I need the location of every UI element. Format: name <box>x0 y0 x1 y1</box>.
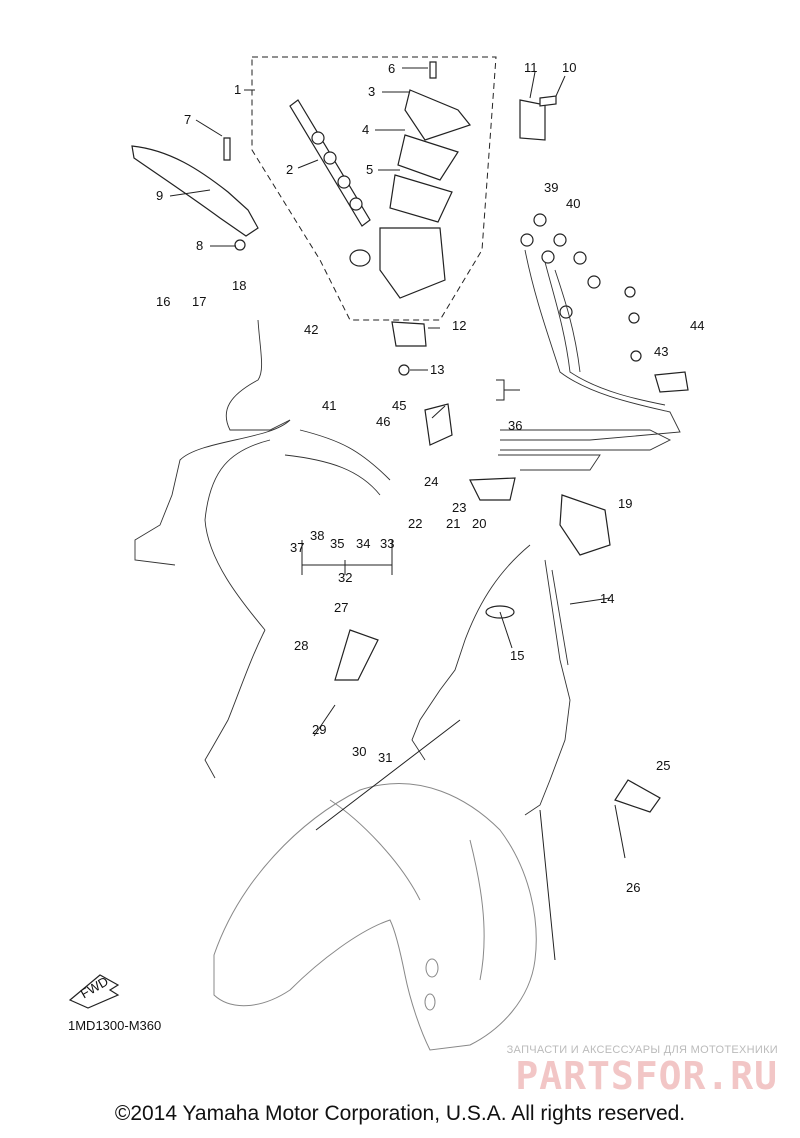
callout-15: 15 <box>510 648 524 663</box>
callout-11: 11 <box>524 60 538 75</box>
callout-32: 32 <box>338 570 352 585</box>
callout-33: 33 <box>380 536 394 551</box>
callout-17: 17 <box>192 294 206 309</box>
callout-45: 45 <box>392 398 406 413</box>
brackets <box>334 371 689 813</box>
watermark: ЗАПЧАСТИ И АКСЕССУАРЫ ДЛЯ МОТОТЕХНИКИ PA… <box>507 1044 778 1096</box>
leader-lines <box>169 67 626 961</box>
callout-13: 13 <box>430 362 444 377</box>
union-bolt-cluster <box>520 213 642 362</box>
callout-9: 9 <box>156 188 163 203</box>
callout-42: 42 <box>304 322 318 337</box>
callout-7: 7 <box>184 112 191 127</box>
callout-39: 39 <box>544 180 558 195</box>
handlebar-clamp <box>519 95 557 141</box>
watermark-logo: PARTSFOR.RU <box>515 1054 778 1098</box>
callout-22: 22 <box>408 516 422 531</box>
callout-26: 26 <box>626 880 640 895</box>
brake-lever <box>131 137 259 251</box>
callout-30: 30 <box>352 744 366 759</box>
callout-3: 3 <box>368 84 375 99</box>
callout-43: 43 <box>654 344 668 359</box>
callout-16: 16 <box>156 294 170 309</box>
callout-37: 37 <box>290 540 304 555</box>
callout-12: 12 <box>452 318 466 333</box>
brake-pipes <box>498 249 681 471</box>
front-fender <box>213 783 537 1051</box>
callout-1: 1 <box>234 82 241 97</box>
fwd-arrow: FWD <box>68 974 120 1009</box>
callout-38: 38 <box>310 528 324 543</box>
callout-46: 46 <box>376 414 390 429</box>
brake-hoses-right <box>411 544 571 816</box>
callout-19: 19 <box>618 496 632 511</box>
callout-5: 5 <box>366 162 373 177</box>
callout-36: 36 <box>508 418 522 433</box>
callout-18: 18 <box>232 278 246 293</box>
callout-44: 44 <box>690 318 704 333</box>
piston-kit <box>289 99 371 227</box>
callout-29: 29 <box>312 722 326 737</box>
callout-8: 8 <box>196 238 203 253</box>
callouts: 1 2 3 4 5 6 7 8 9 10 11 12 13 14 15 16 1… <box>156 60 704 895</box>
brake-hoses-left <box>134 319 391 779</box>
diagram-code: 1MD1300-M360 <box>68 1018 162 1033</box>
callout-40: 40 <box>566 196 580 211</box>
brake-switch <box>391 321 427 376</box>
callout-21: 21 <box>446 516 460 531</box>
callout-14: 14 <box>600 591 614 606</box>
reservoir-parts <box>349 61 472 299</box>
callout-23: 23 <box>452 500 466 515</box>
master-cylinder-group-box <box>251 56 497 321</box>
watermark-tagline: ЗАПЧАСТИ И АКСЕССУАРЫ ДЛЯ МОТОТЕХНИКИ <box>506 1044 778 1056</box>
callout-25: 25 <box>656 758 670 773</box>
callout-28: 28 <box>294 638 308 653</box>
callout-41: 41 <box>322 398 336 413</box>
copyright-notice: ©2014 Yamaha Motor Corporation, U.S.A. A… <box>114 1102 686 1125</box>
callout-34: 34 <box>356 536 370 551</box>
callout-4: 4 <box>362 122 369 137</box>
callout-24: 24 <box>424 474 438 489</box>
callout-6: 6 <box>388 61 395 76</box>
callout-35: 35 <box>330 536 344 551</box>
callout-2: 2 <box>286 162 293 177</box>
callout-20: 20 <box>472 516 486 531</box>
callout-27: 27 <box>334 600 348 615</box>
callout-10: 10 <box>562 60 576 75</box>
callout-31: 31 <box>378 750 392 765</box>
